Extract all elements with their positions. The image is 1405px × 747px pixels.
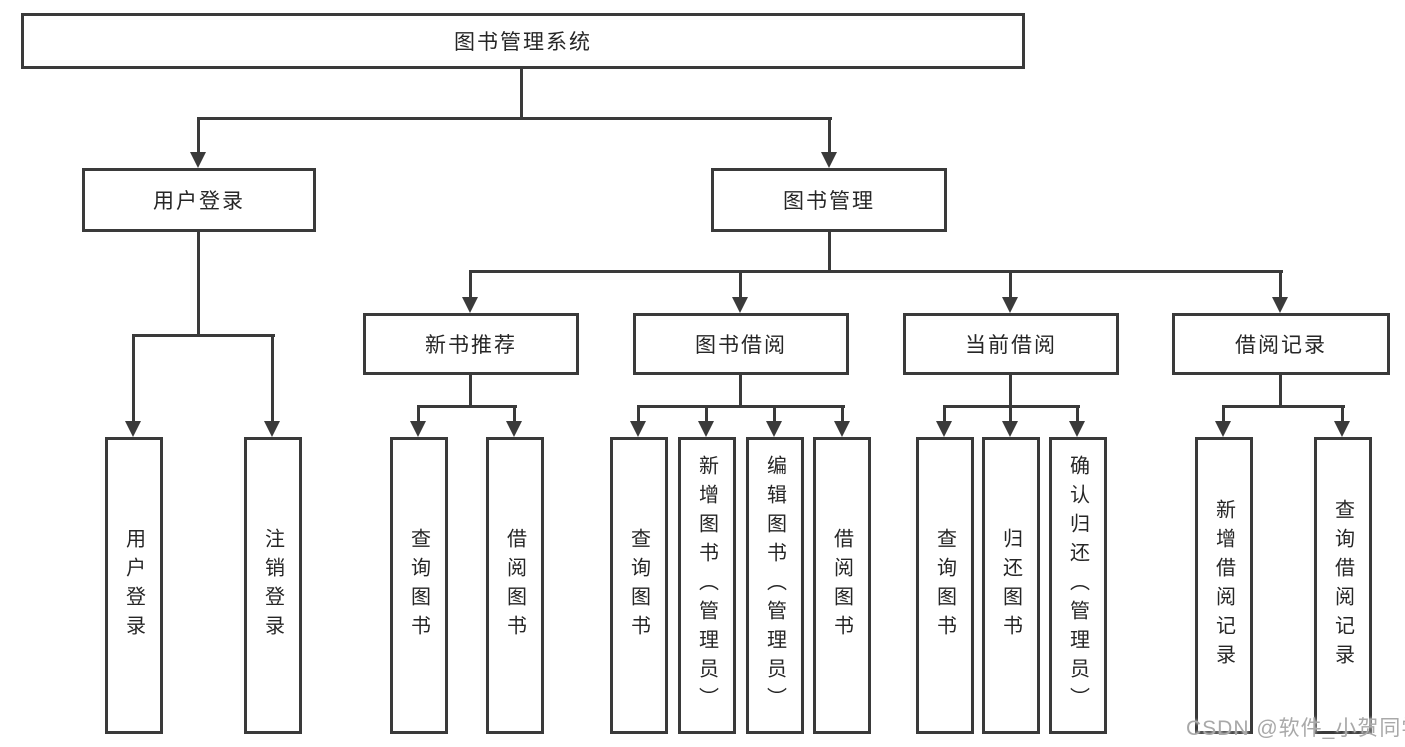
node-user-login-label: 用户登录	[153, 190, 245, 213]
connector-borrow-hbar	[637, 405, 845, 408]
arrowhead-icon	[698, 421, 714, 437]
connector-userlogin-hbar	[132, 334, 275, 337]
connector-records-hbar	[1222, 405, 1345, 408]
connector-root-left-drop	[197, 117, 200, 154]
arrowhead-icon	[264, 421, 280, 437]
connector-root-right-drop	[828, 117, 831, 154]
node-leaf-user-login-label: 用户登录	[122, 527, 145, 644]
node-root: 图书管理系统	[21, 13, 1025, 69]
arrowhead-icon	[190, 152, 206, 168]
connector-newbook-drop-1	[417, 405, 420, 423]
node-book-borrowing-label: 图书借阅	[695, 334, 787, 357]
node-new-book-recommend: 新书推荐	[363, 313, 579, 375]
connector-records-drop-2	[1341, 405, 1344, 423]
node-leaf-record-add-label: 新增借阅记录	[1212, 498, 1235, 673]
connector-newbook-stem	[469, 375, 472, 408]
connector-borrow-stem	[739, 375, 742, 408]
connector-bookmgmt-hbar	[469, 270, 1283, 273]
connector-bookmgmt-drop-4	[1279, 270, 1282, 299]
node-leaf-logout: 注销登录	[244, 437, 302, 734]
connector-newbook-drop-2	[513, 405, 516, 423]
node-user-login: 用户登录	[82, 168, 316, 232]
node-leaf-borrow-query: 查询图书	[610, 437, 668, 734]
connector-newbook-hbar	[417, 405, 517, 408]
node-leaf-current-query-label: 查询图书	[933, 527, 956, 644]
connector-records-stem	[1279, 375, 1282, 408]
arrowhead-icon	[462, 297, 478, 313]
connector-bookmgmt-drop-1	[469, 270, 472, 299]
arrowhead-icon	[834, 421, 850, 437]
arrowhead-icon	[1002, 297, 1018, 313]
connector-current-drop-1	[943, 405, 946, 423]
node-borrowing-records: 借阅记录	[1172, 313, 1390, 375]
csdn-watermark: CSDN @软件_小贺同学	[1186, 717, 1405, 740]
node-leaf-user-login: 用户登录	[105, 437, 163, 734]
arrowhead-icon	[1215, 421, 1231, 437]
node-leaf-current-return-label: 归还图书	[999, 527, 1022, 644]
arrowhead-icon	[1272, 297, 1288, 313]
node-leaf-logout-label: 注销登录	[261, 527, 284, 644]
node-leaf-current-query: 查询图书	[916, 437, 974, 734]
node-leaf-borrow-query-label: 查询图书	[627, 527, 650, 644]
arrowhead-icon	[766, 421, 782, 437]
node-borrowing-records-label: 借阅记录	[1235, 334, 1327, 357]
arrowhead-icon	[821, 152, 837, 168]
node-root-label: 图书管理系统	[454, 31, 592, 54]
connector-current-drop-3	[1076, 405, 1079, 423]
node-leaf-newbook-borrow: 借阅图书	[486, 437, 544, 734]
connector-userlogin-stem	[197, 232, 200, 336]
connector-current-stem	[1009, 375, 1012, 408]
node-current-borrowing-label: 当前借阅	[965, 334, 1057, 357]
connector-root-stem	[520, 69, 523, 118]
node-leaf-current-confirm-label: 确认归还（管理员）	[1066, 455, 1089, 716]
node-leaf-record-query: 查询借阅记录	[1314, 437, 1372, 734]
node-book-management: 图书管理	[711, 168, 947, 232]
connector-bookmgmt-stem	[828, 232, 831, 273]
node-leaf-newbook-query-label: 查询图书	[407, 527, 430, 644]
connector-bookmgmt-drop-2	[739, 270, 742, 299]
connector-borrow-drop-4	[841, 405, 844, 423]
node-leaf-record-query-label: 查询借阅记录	[1331, 498, 1354, 673]
connector-borrow-drop-1	[637, 405, 640, 423]
connector-userlogin-drop-2	[271, 334, 274, 421]
connector-borrow-drop-2	[705, 405, 708, 423]
node-leaf-record-add: 新增借阅记录	[1195, 437, 1253, 734]
node-leaf-borrow-add: 新增图书（管理员）	[678, 437, 736, 734]
node-leaf-borrow-add-label: 新增图书（管理员）	[695, 455, 718, 716]
connector-borrow-drop-3	[773, 405, 776, 423]
arrowhead-icon	[506, 421, 522, 437]
arrowhead-icon	[732, 297, 748, 313]
node-leaf-borrow-borrow: 借阅图书	[813, 437, 871, 734]
node-leaf-borrow-edit: 编辑图书（管理员）	[746, 437, 804, 734]
node-book-management-label: 图书管理	[783, 190, 875, 213]
arrowhead-icon	[125, 421, 141, 437]
connector-records-drop-1	[1222, 405, 1225, 423]
arrowhead-icon	[936, 421, 952, 437]
node-leaf-current-return: 归还图书	[982, 437, 1040, 734]
arrowhead-icon	[410, 421, 426, 437]
connector-bookmgmt-drop-3	[1009, 270, 1012, 299]
connector-root-hbar	[197, 117, 832, 120]
connector-userlogin-drop-1	[132, 334, 135, 421]
arrowhead-icon	[630, 421, 646, 437]
arrowhead-icon	[1334, 421, 1350, 437]
arrowhead-icon	[1002, 421, 1018, 437]
node-leaf-borrow-borrow-label: 借阅图书	[830, 527, 853, 644]
arrowhead-icon	[1069, 421, 1085, 437]
node-leaf-newbook-query: 查询图书	[390, 437, 448, 734]
node-book-borrowing: 图书借阅	[633, 313, 849, 375]
node-current-borrowing: 当前借阅	[903, 313, 1119, 375]
node-leaf-newbook-borrow-label: 借阅图书	[503, 527, 526, 644]
node-leaf-current-confirm: 确认归还（管理员）	[1049, 437, 1107, 734]
node-new-book-recommend-label: 新书推荐	[425, 334, 517, 357]
node-leaf-borrow-edit-label: 编辑图书（管理员）	[763, 455, 786, 716]
connector-current-drop-2	[1009, 405, 1012, 423]
